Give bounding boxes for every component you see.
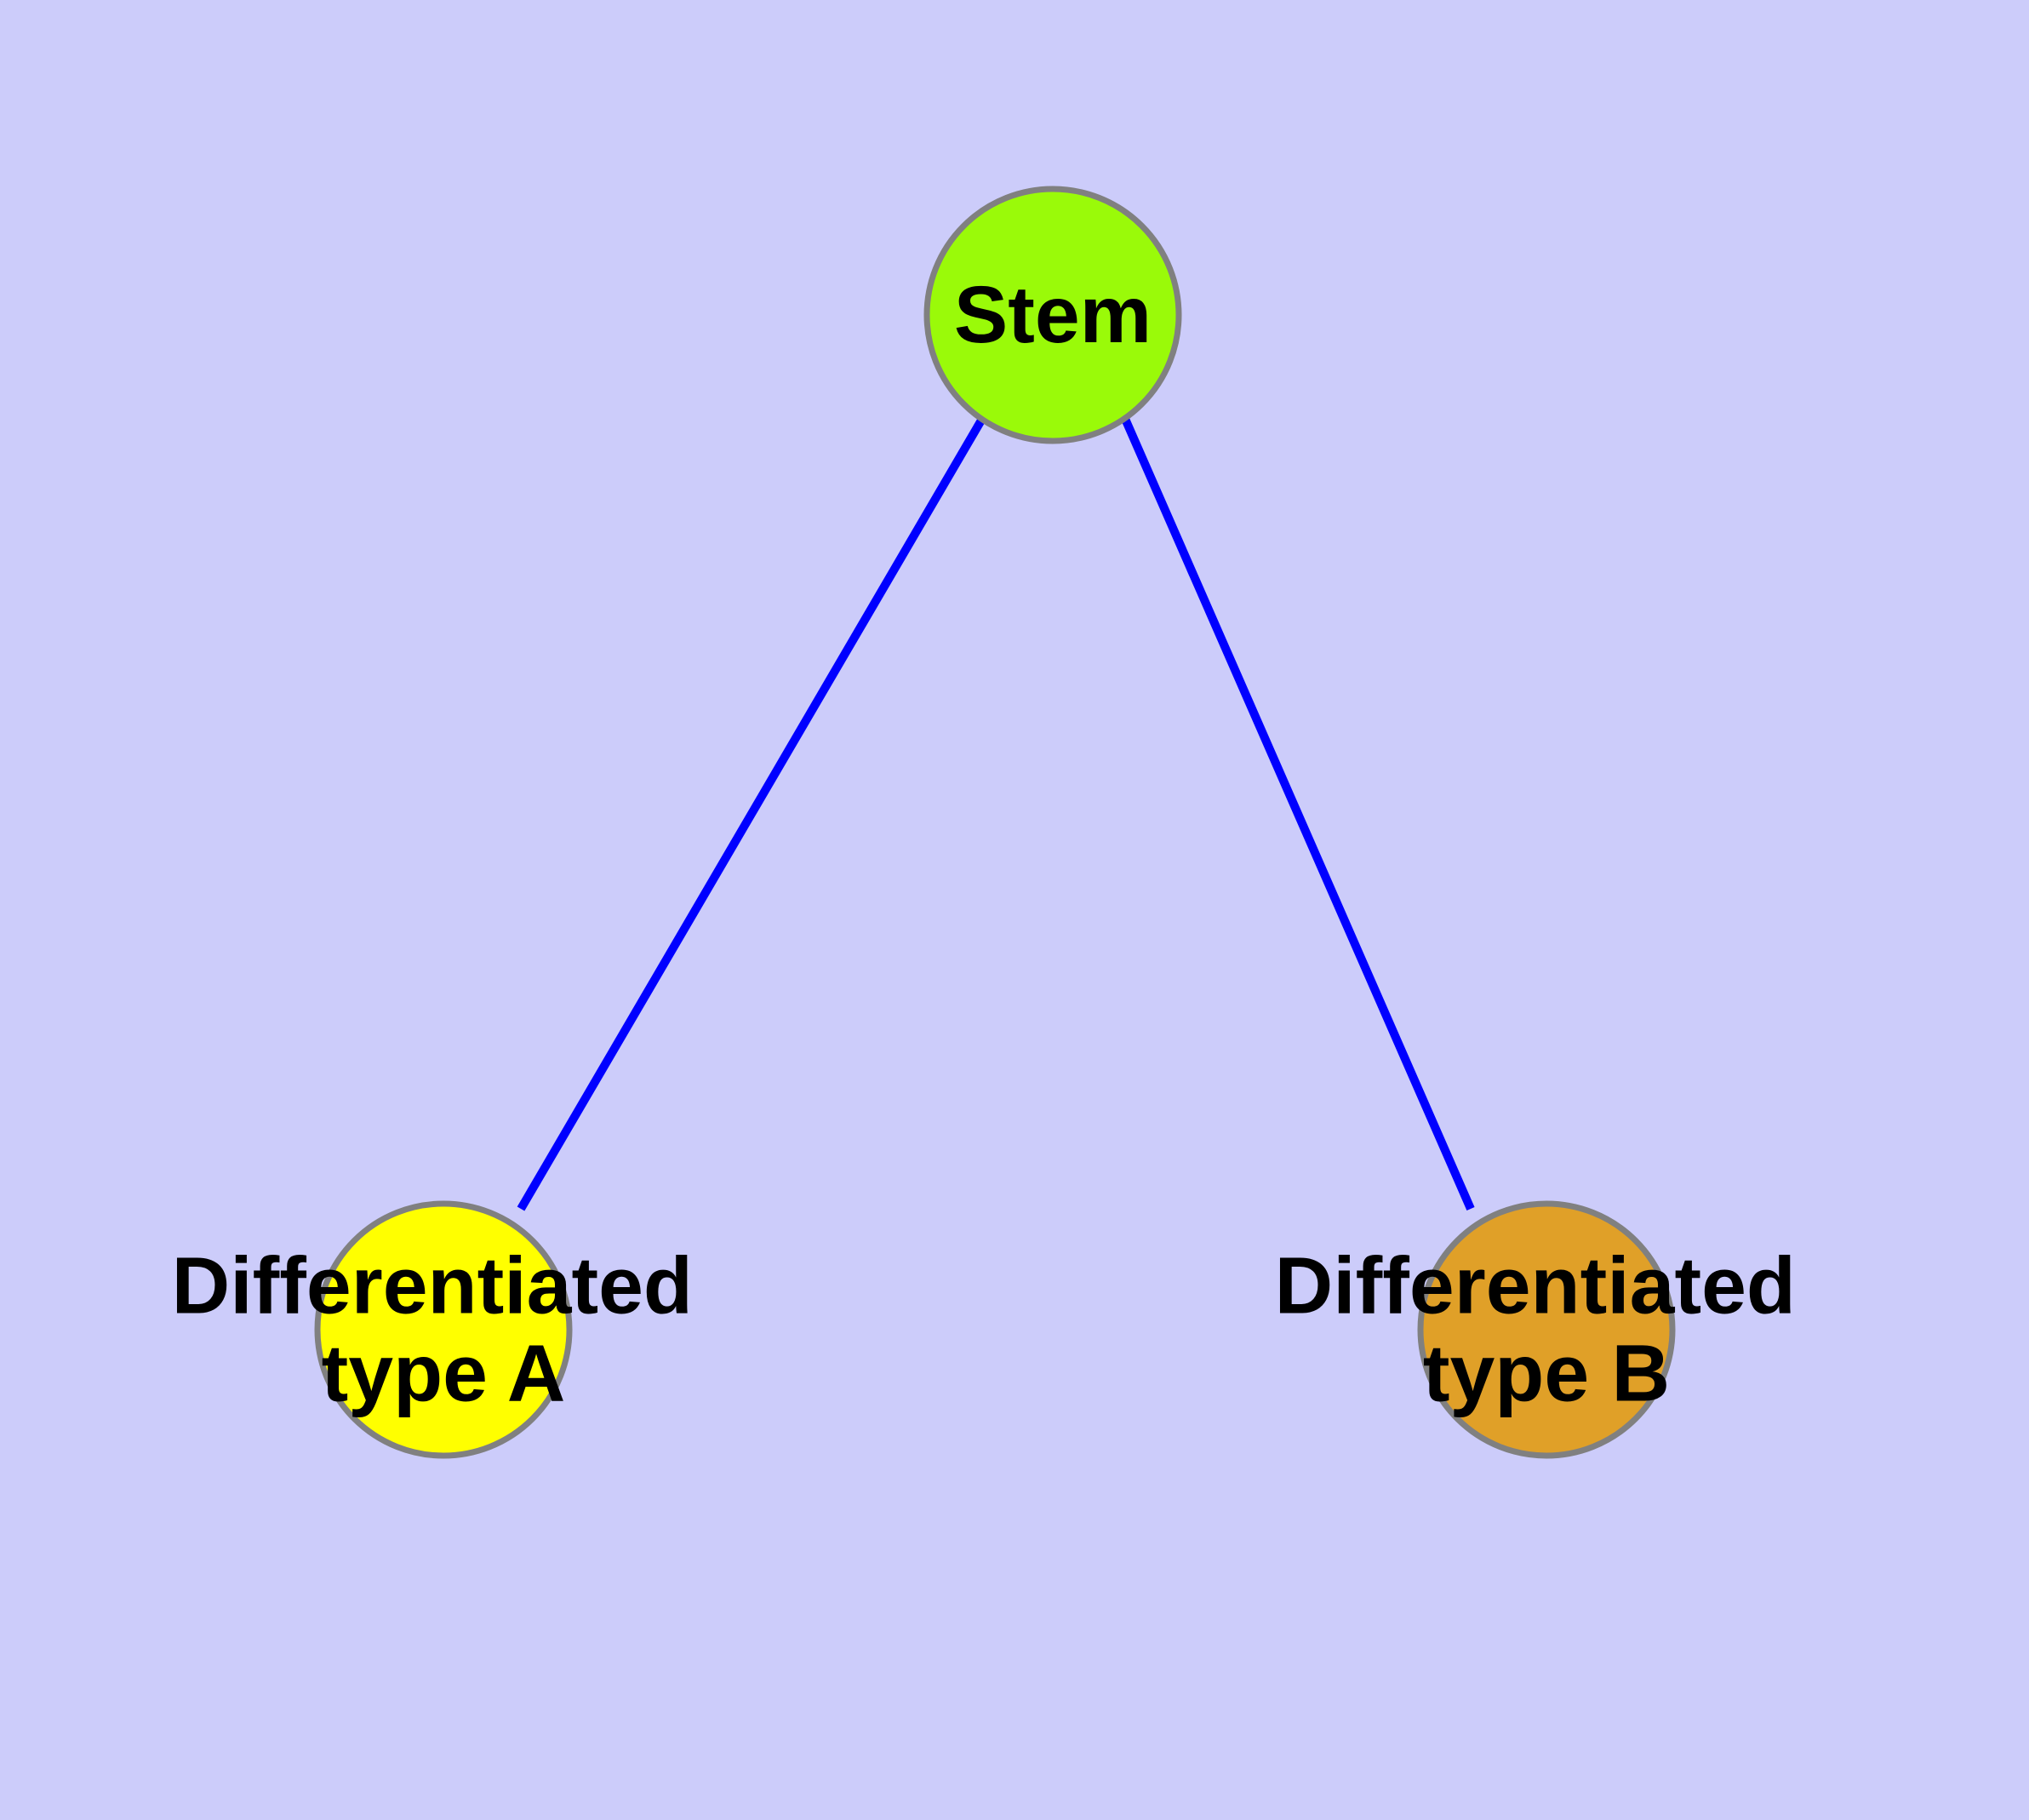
node-stem-circle[interactable] [923, 186, 1182, 444]
node-stem[interactable]: Stem [923, 186, 1182, 444]
edge-stem-to-differentiated-a[interactable] [517, 416, 986, 1211]
node-differentiated-type-b-circle[interactable] [1417, 1200, 1676, 1459]
node-differentiated-type-a-label-line-1: Differentiated [172, 1241, 693, 1331]
node-stem-label-line-1: Stem [954, 270, 1152, 360]
edge-group [517, 416, 1475, 1211]
node-differentiated-type-a-circle[interactable] [314, 1200, 573, 1459]
node-differentiated-type-b-label-line-1: Differentiated [1275, 1241, 1796, 1331]
node-differentiated-type-a-label: Differentiated type A [172, 1235, 716, 1419]
node-differentiated-type-b-label: Differentiated type B [1275, 1235, 1819, 1419]
node-differentiated-type-a-label-line-2: type A [322, 1329, 566, 1419]
node-differentiated-type-a[interactable]: Differentiated type A [172, 1200, 716, 1459]
node-differentiated-type-b-label-line-2: type B [1423, 1329, 1670, 1419]
edge-stem-to-differentiated-b[interactable] [1121, 416, 1475, 1211]
node-stem-label: Stem [954, 270, 1152, 360]
node-group: Stem Differentiated type A Differentiate… [172, 186, 1819, 1459]
node-differentiated-type-b[interactable]: Differentiated type B [1275, 1200, 1819, 1459]
